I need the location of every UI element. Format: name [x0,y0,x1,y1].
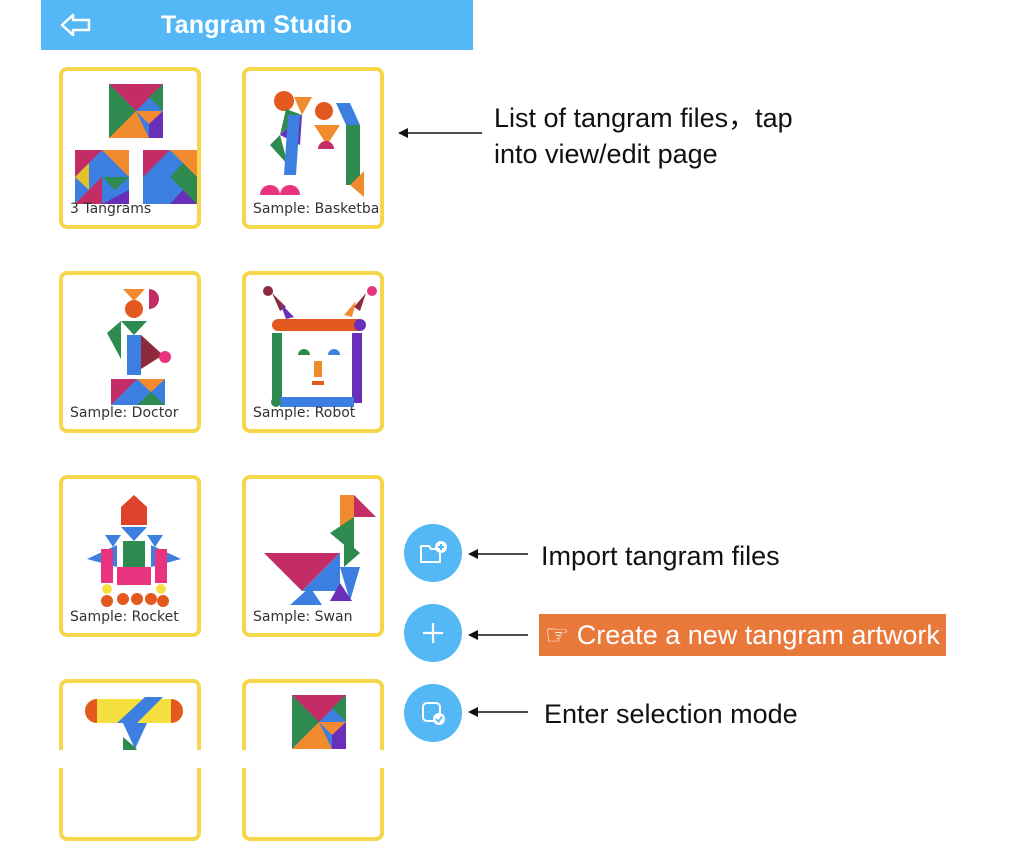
back-arrow-icon [60,13,91,37]
tangram-thumbnail [87,495,181,607]
file-label: Sample: Robot [253,405,356,421]
callout-import: Import tangram files [541,541,780,571]
file-card-swan[interactable]: Sample: Swan [242,475,384,637]
file-card-rocket[interactable]: Sample: Rocket [59,475,201,637]
viewport-cutoff [0,750,480,768]
callout-arrow-import [468,549,528,559]
tangram-thumbnail [75,84,197,204]
callout-create: ☞ Create a new tangram artwork [539,614,946,656]
tangram-thumbnail [263,286,377,407]
file-card-doctor[interactable]: Sample: Doctor [59,271,201,433]
file-label: Sample: Doctor [70,405,179,421]
create-new-button[interactable] [404,604,462,662]
folder-plus-icon [420,541,447,563]
import-files-button[interactable] [404,524,462,582]
tangram-thumbnail [85,697,183,759]
tangram-thumbnail [264,495,376,605]
app-bar: Tangram Studio [41,0,473,50]
tangram-thumbnail [292,695,346,749]
file-label: 3 Tangrams [70,201,152,217]
file-label: Sample: Swan [253,609,353,625]
selection-check-icon [422,702,445,725]
file-label: Sample: Basketbal [253,201,384,217]
back-button[interactable] [59,10,93,40]
tangram-thumbnail [260,91,364,197]
file-card-basketball[interactable]: Sample: Basketbal [242,67,384,229]
callout-list-files: List of tangram files，tap into view/edit… [494,103,793,169]
callout-arrow-create [468,630,528,640]
callout-arrow-select [468,707,528,717]
tangram-thumbnail [107,289,171,405]
file-card-robot[interactable]: Sample: Robot [242,271,384,433]
plus-icon [423,623,443,643]
file-card-3-tangrams[interactable]: 3 Tangrams [59,67,201,229]
app-title: Tangram Studio [161,11,353,39]
file-label: Sample: Rocket [70,609,179,625]
callout-select: Enter selection mode [544,699,798,729]
selection-mode-button[interactable] [404,684,462,742]
callout-arrow-list [398,128,482,138]
